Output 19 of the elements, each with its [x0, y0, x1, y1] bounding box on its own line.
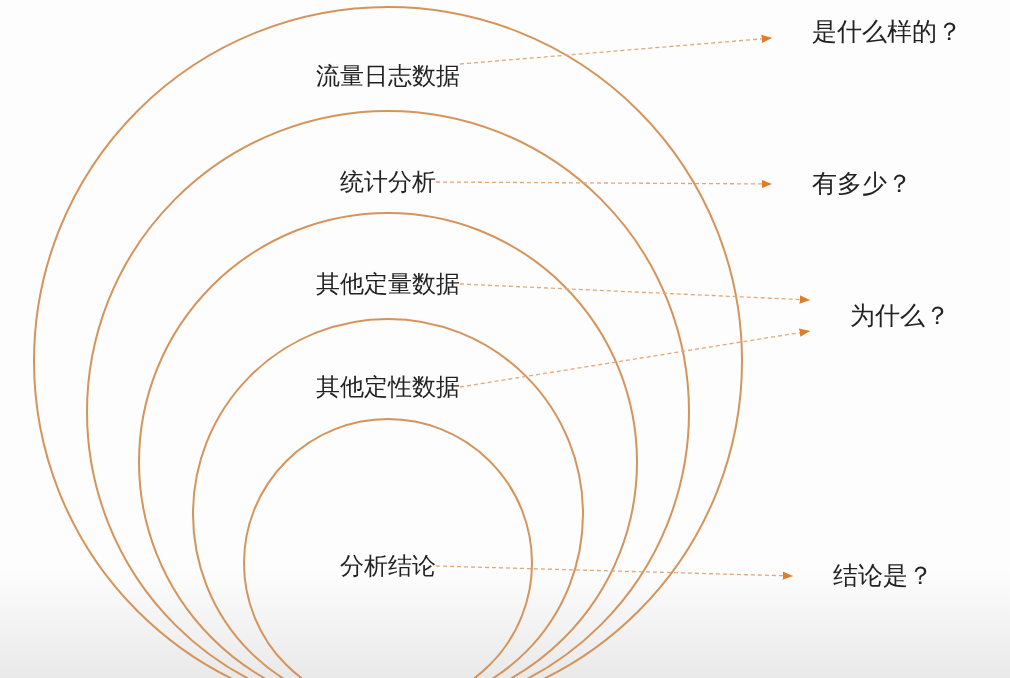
circle-label: 其他定性数据 [316, 371, 460, 403]
question-text: 是什么样的？ [812, 14, 962, 50]
circle-outline [192, 318, 584, 678]
dashed-arrow [459, 34, 773, 65]
circle-label: 流量日志数据 [316, 60, 460, 92]
question-text: 结论是？ [833, 558, 933, 594]
circle-label: 其他定量数据 [316, 268, 460, 300]
circle-outline [243, 418, 533, 678]
circle-label: 统计分析 [340, 166, 436, 198]
dashed-arrow [459, 328, 811, 388]
dashed-arrow [435, 179, 773, 189]
circle-outline [33, 6, 743, 678]
circle-outline [86, 110, 690, 678]
dashed-arrow [459, 283, 811, 304]
circle-outline [138, 212, 638, 678]
question-text: 为什么？ [850, 298, 950, 334]
question-text: 有多少？ [812, 166, 912, 202]
circle-label: 分析结论 [340, 550, 436, 582]
dashed-arrow [435, 565, 794, 580]
